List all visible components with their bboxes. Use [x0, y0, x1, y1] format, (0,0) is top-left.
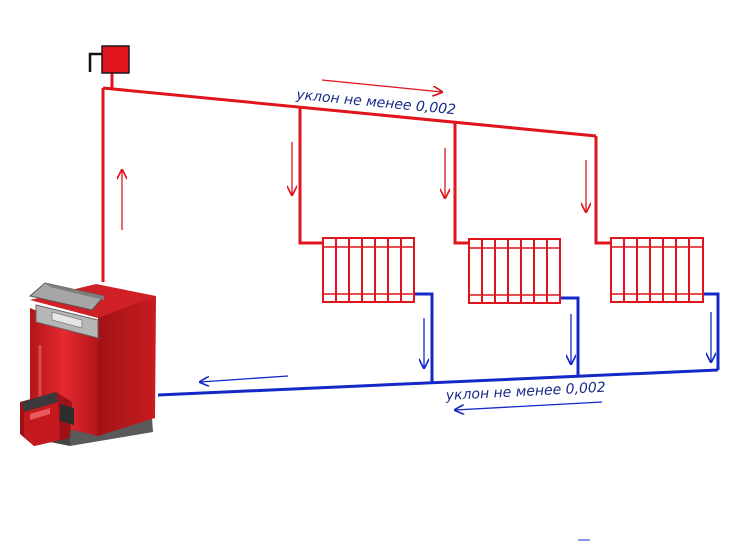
boiler-side — [98, 296, 156, 436]
return-arrows — [200, 312, 711, 410]
return-slope-label: уклон не менее 0,002 — [444, 380, 606, 404]
radiator-2 — [468, 238, 561, 304]
return-drop-1 — [414, 292, 434, 383]
radiator-1 — [322, 237, 415, 303]
return-drop-3 — [703, 292, 720, 370]
return-drop-2 — [560, 296, 580, 377]
radiator-3 — [610, 237, 704, 303]
return-piping — [157, 292, 720, 397]
supply-main — [102, 86, 597, 138]
supply-drop-1 — [298, 107, 323, 245]
supply-arrow-main — [321, 79, 442, 92]
return-main — [157, 368, 719, 397]
supply-piping — [101, 72, 611, 282]
burner — [20, 392, 74, 446]
supply-drop-3 — [594, 136, 611, 245]
supply-drop-2 — [453, 121, 469, 245]
return-arrow-main — [200, 375, 289, 382]
boiler — [20, 282, 156, 446]
return-arrow-bottom — [455, 401, 603, 410]
supply-arrows — [122, 79, 586, 230]
expansion-tank — [88, 45, 130, 74]
